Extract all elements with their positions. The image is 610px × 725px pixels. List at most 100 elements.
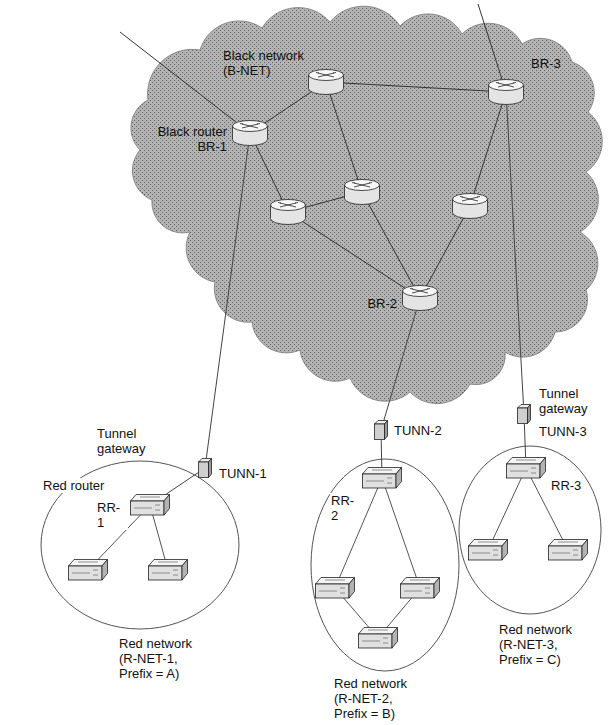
black-router: Black router BR-1 (232, 120, 268, 146)
router-detail (72, 562, 98, 575)
text-slot: Black router BR-1 (146, 124, 228, 154)
red-network-outline: RR-2Red network (R-NET-2, Prefix = B) (310, 458, 460, 672)
router-top (149, 560, 188, 567)
network-link (326, 82, 362, 192)
router-arrows (278, 203, 298, 208)
network-link (326, 82, 506, 92)
gateway-front (199, 462, 209, 478)
router-label: RR-1 (96, 500, 128, 530)
network-label: Black network (B-NET) (222, 48, 322, 78)
network-ellipse (41, 461, 239, 629)
black-router: BR-2 (402, 285, 438, 311)
gateway-label: TUNN-2 (393, 423, 443, 438)
network-link (470, 92, 506, 206)
network-link (488, 468, 526, 550)
router-symbol (316, 578, 355, 599)
gateway-label: Tunnel gateway (538, 386, 602, 416)
network-ellipse (459, 446, 601, 614)
router-arrows (240, 124, 260, 129)
router-side (434, 578, 440, 599)
router-symbol (232, 120, 268, 146)
router-symbol (345, 180, 380, 205)
red-router: RR-3 (506, 457, 546, 479)
router-top (309, 70, 344, 81)
router-label: RR-3 (550, 478, 582, 493)
router-symbol (149, 560, 188, 581)
router-symbol (362, 467, 402, 489)
red-router: RR-2 (362, 467, 402, 489)
text-slot: Black network (B-NET) (222, 48, 322, 78)
gateway-side (209, 459, 212, 478)
router-detail (152, 562, 178, 575)
router-top (401, 578, 440, 585)
network-link (120, 32, 250, 133)
router-top (345, 180, 380, 191)
text-slot: Red network (R-NET-3, Prefix = C) (498, 622, 594, 667)
router-arrows (460, 197, 480, 202)
router-top (359, 628, 398, 635)
network-ellipse (311, 459, 459, 671)
router-symbol (309, 70, 344, 95)
router-detail (319, 580, 345, 593)
network-caption: Red network (R-NET-1, Prefix = A) (118, 636, 214, 681)
router-symbol (488, 79, 524, 105)
router-side (349, 578, 355, 599)
router-label: RR-2 (330, 493, 362, 523)
gateway-front (375, 424, 385, 440)
gateway-label: TUNN-1 (218, 466, 268, 481)
text-slot: Red network (R-NET-1, Prefix = A) (118, 636, 214, 681)
network-link (362, 192, 420, 298)
red-router: Red routerRR-1 (130, 494, 170, 516)
text-slot: Tunnel gateway (538, 386, 602, 416)
router-top (453, 194, 488, 205)
router-label: Red router (42, 478, 105, 493)
router-top (507, 458, 546, 465)
router-top (233, 121, 268, 132)
text-slot: BR-3 (530, 56, 570, 71)
link-line (524, 424, 525, 457)
text-slot: TUNN-3 (538, 424, 598, 439)
text-slot: Red network (R-NET-2, Prefix = B) (333, 676, 429, 721)
tunnel-gateway: Tunnel gatewayTUNN-3 (517, 404, 531, 424)
router-top (316, 578, 355, 585)
gateway-front (518, 408, 528, 424)
red-network-outline: Red routerRR-1Red network (R-NET-1, Pref… (40, 460, 240, 630)
network-link (478, 4, 506, 92)
router-side (540, 458, 546, 479)
text-slot: TUNN-1 (218, 466, 278, 481)
text-slot: Tunnel gateway (96, 426, 160, 456)
link-line (166, 473, 198, 494)
router-symbol (506, 457, 546, 479)
router-detail (472, 542, 498, 555)
tunnel-gateway: TUNN-2 (374, 420, 388, 440)
gateway-symbol (374, 420, 388, 440)
router-top (69, 560, 108, 567)
router-top (469, 540, 508, 547)
router-symbol (453, 194, 488, 219)
router-symbol (401, 578, 440, 599)
red-network-outline: RR-3Red network (R-NET-3, Prefix = C) (458, 445, 602, 615)
router-top (549, 540, 588, 547)
router-arrows (352, 183, 372, 188)
router-symbol (549, 540, 588, 561)
text-slot: Red router (42, 478, 122, 493)
router-detail (552, 542, 578, 555)
router-side (502, 540, 508, 561)
text-slot: TUNN-2 (393, 423, 453, 438)
router-label: BR-3 (530, 56, 562, 71)
router-detail (134, 497, 160, 510)
network-caption: Red network (R-NET-2, Prefix = B) (333, 676, 429, 721)
router-arrows (316, 73, 336, 78)
black-router: BR-3 (488, 79, 524, 105)
router-side (102, 560, 108, 581)
gateway-symbol (517, 404, 531, 424)
router-top (363, 468, 402, 475)
router-side (182, 560, 188, 581)
router-symbol (402, 285, 438, 311)
router-top (131, 495, 170, 502)
router-side (164, 495, 170, 516)
gateway-label: TUNN-3 (538, 424, 588, 439)
gateway-side (385, 421, 388, 440)
router-side (582, 540, 588, 561)
